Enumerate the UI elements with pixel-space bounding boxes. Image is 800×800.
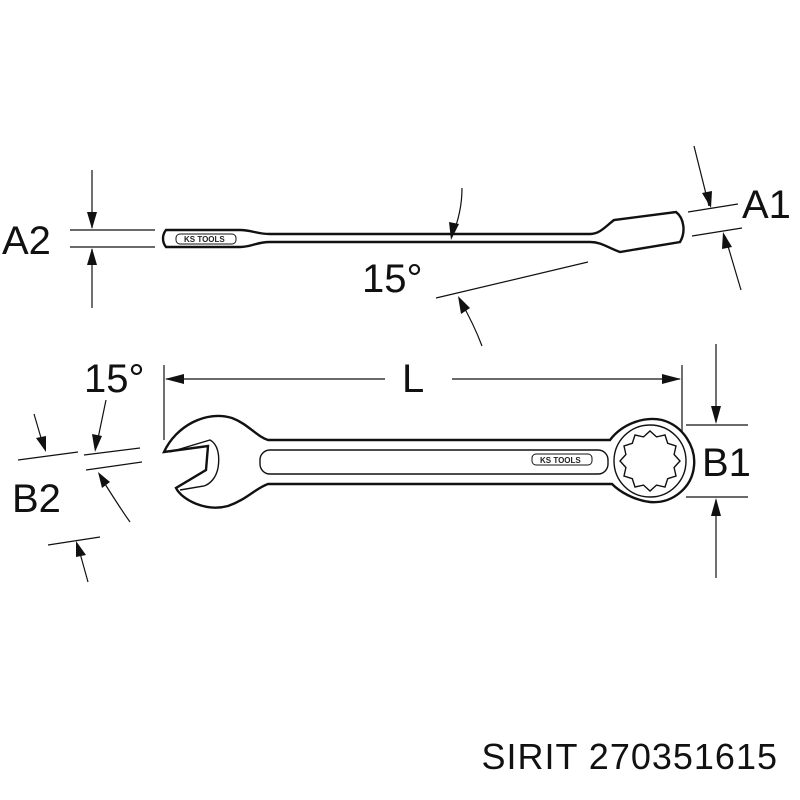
handle-groove [259, 449, 609, 475]
a1-arrowhead-bottom [722, 232, 732, 249]
plan-view-logo: KS TOOLS [531, 453, 593, 466]
length-arrowhead-left [165, 374, 184, 384]
b2-arrowhead-top-a [36, 436, 46, 452]
angle-top-arrowhead-upper [449, 222, 459, 240]
b2-arrowhead-top-b [92, 434, 102, 452]
plan-view: L 15° KS TOOLS B1 [12, 344, 751, 583]
b1-arrowhead-bottom [711, 498, 721, 516]
a2-label: A2 [2, 219, 51, 263]
b2-extension-bottom [47, 536, 101, 546]
a1-arrowhead-top [702, 191, 712, 208]
side-view-wrench-body [161, 210, 685, 254]
plan-view-wrench-body [161, 414, 696, 509]
b2-extension-mid [85, 461, 143, 471]
length-arrowhead-right [662, 374, 681, 384]
b1-label: B1 [702, 441, 751, 485]
ring-end-outer [613, 424, 687, 498]
side-view: KS TOOLS A2 A1 15° [2, 145, 791, 347]
side-view-logo: KS TOOLS [175, 233, 237, 245]
angle-bottom-label: 15° [84, 357, 145, 401]
b2-arc-arrowhead [98, 472, 110, 488]
a2-arrowhead-top [87, 212, 97, 229]
b2-label: B2 [12, 477, 61, 521]
a1-extension-top [687, 203, 739, 213]
angle-top-label: 15° [362, 257, 423, 301]
b2-extension-top-b [83, 447, 141, 456]
svg-text:KS TOOLS: KS TOOLS [184, 235, 225, 244]
b2-arrowhead-bottom [76, 541, 86, 557]
a2-arrowhead-bottom [87, 248, 97, 265]
b1-arrowhead-top [711, 406, 721, 424]
angle-top-arrowhead-lower [458, 296, 470, 314]
length-label: L [402, 357, 424, 401]
b2-extension-top-a [17, 451, 79, 461]
svg-text:KS TOOLS: KS TOOLS [540, 456, 581, 465]
angle-top-reference-line [435, 261, 589, 299]
ring-end-12-point [619, 430, 681, 492]
part-number-caption: SIRIT 270351615 [481, 736, 778, 777]
a1-label: A1 [742, 183, 791, 227]
open-end-jaw [169, 439, 220, 491]
a1-extension-bottom [691, 227, 743, 237]
